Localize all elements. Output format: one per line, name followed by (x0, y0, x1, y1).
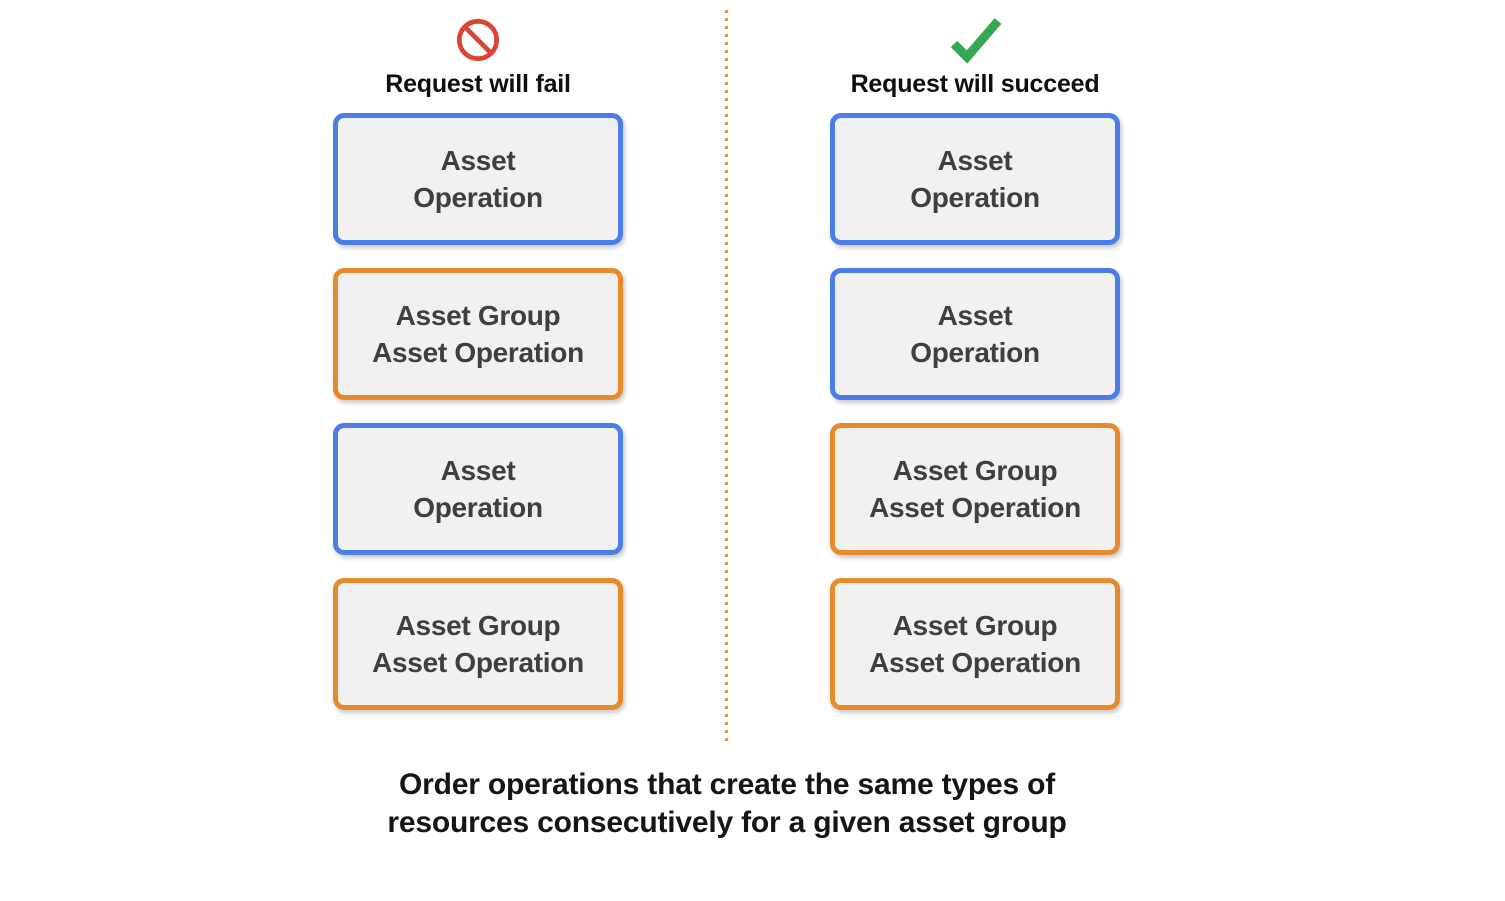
asset-operation-box: Asset Operation (333, 423, 623, 555)
asset-group-asset-operation-box: Asset Group Asset Operation (830, 423, 1120, 555)
box-label-line: Asset (440, 455, 516, 486)
box-label-line: Asset Group (395, 300, 561, 331)
asset-operation-box: Asset Operation (830, 113, 1120, 245)
asset-group-asset-operation-box: Asset Group Asset Operation (333, 268, 623, 400)
asset-group-asset-operation-box: Asset Group Asset Operation (830, 578, 1120, 710)
box-label-line: Operation (413, 182, 543, 213)
asset-group-asset-operation-box: Asset Group Asset Operation (333, 578, 623, 710)
caption-line: Order operations that create the same ty… (398, 768, 1055, 801)
asset-operation-box: Asset Operation (333, 113, 623, 245)
box-label-line: Asset Group (395, 610, 561, 641)
checkmark-icon (945, 14, 1005, 66)
fail-column-header: Request will fail (385, 14, 571, 113)
fail-column-title: Request will fail (385, 70, 571, 98)
succeed-column: Request will succeed Asset Operation Ass… (830, 14, 1120, 733)
box-label-line: Asset Group (892, 455, 1058, 486)
box-label-line: Operation (413, 492, 543, 523)
box-label-line: Asset Operation (372, 337, 584, 368)
prohibition-icon (455, 14, 501, 66)
asset-operation-box: Asset Operation (830, 268, 1120, 400)
succeed-column-header: Request will succeed (851, 14, 1100, 113)
box-label-line: Asset Operation (372, 647, 584, 678)
fail-column: Request will fail Asset Operation Asset … (333, 14, 623, 733)
box-label-line: Asset (937, 145, 1013, 176)
box-label-line: Operation (910, 337, 1040, 368)
box-label-line: Operation (910, 182, 1040, 213)
box-label-line: Asset (937, 300, 1013, 331)
box-label-line: Asset Group (892, 610, 1058, 641)
box-label-line: Asset (440, 145, 516, 176)
caption: Order operations that create the same ty… (252, 766, 1202, 842)
box-label-line: Asset Operation (869, 647, 1081, 678)
column-divider (725, 10, 728, 741)
caption-line: resources consecutively for a given asse… (387, 806, 1067, 839)
box-label-line: Asset Operation (869, 492, 1081, 523)
succeed-column-title: Request will succeed (850, 70, 1100, 98)
